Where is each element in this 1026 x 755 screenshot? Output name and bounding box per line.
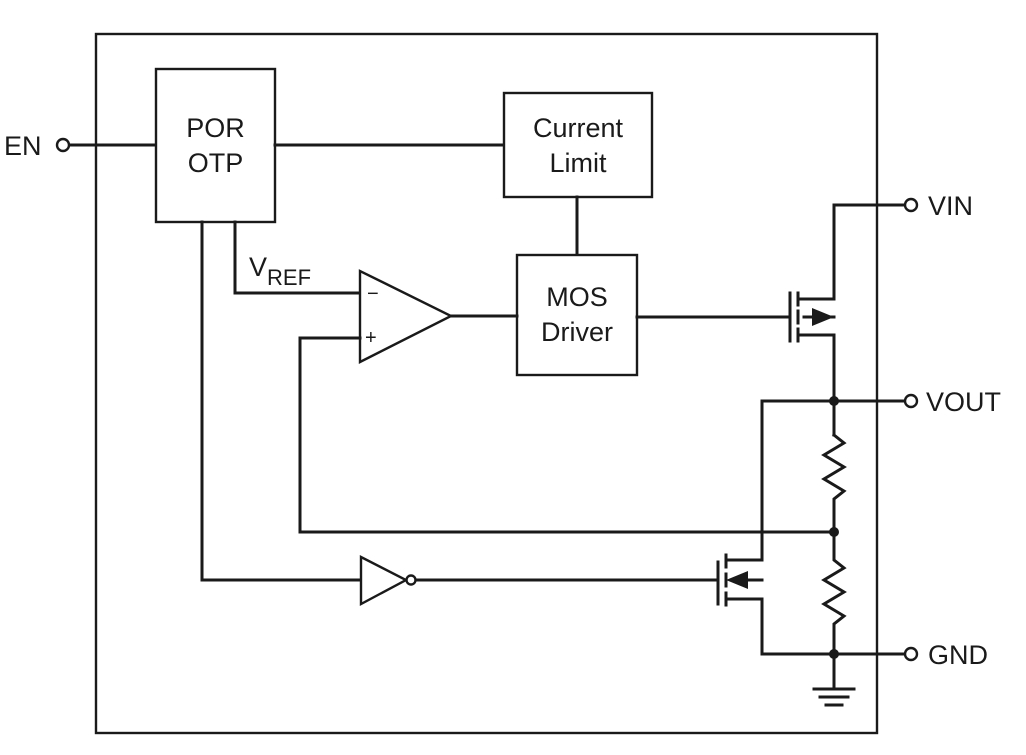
pass-transistor	[788, 291, 836, 343]
current-limit-label-line2: Limit	[549, 148, 607, 178]
chip-outline	[94, 32, 879, 735]
upper-divider-resistor	[821, 432, 847, 534]
vin-wire	[832, 203, 906, 301]
lower-divider-resistor	[821, 530, 847, 691]
mos-driver-label-line2: Driver	[541, 317, 613, 347]
vin-pin-terminal	[903, 197, 919, 213]
discharge-transistor	[716, 553, 764, 607]
en-pin-terminal	[55, 137, 71, 153]
inverter-bubble	[405, 574, 417, 586]
por-otp-block	[154, 67, 277, 224]
current-limit-label-line1: Current	[533, 113, 624, 143]
feedback-wire	[298, 336, 836, 534]
mos-driver-label-line1: MOS	[546, 282, 608, 312]
vout-pin-terminal	[903, 393, 919, 409]
opamp-plus-sign: +	[365, 327, 377, 349]
vin-pin-label: VIN	[928, 191, 973, 221]
current-limit-block	[502, 91, 654, 199]
vref-label: VREF	[249, 252, 311, 290]
discharge-drain-wire	[760, 399, 836, 562]
por-otp-label-line2: OTP	[188, 148, 244, 178]
vref-wire	[233, 220, 362, 295]
opamp-minus-sign: −	[367, 283, 379, 305]
gnd-pin-label: GND	[928, 640, 988, 670]
vout-pin-label: VOUT	[926, 387, 1001, 417]
mos-driver-block	[515, 253, 639, 377]
gnd-pin-terminal	[903, 646, 919, 662]
por-to-inverter-wire	[200, 220, 363, 582]
ground-icon	[812, 652, 856, 707]
discharge-source-wire	[760, 597, 836, 656]
inverter	[359, 555, 409, 606]
en-pin-label: EN	[4, 131, 42, 161]
por-otp-label-line1: POR	[186, 113, 245, 143]
error-amplifier	[358, 269, 454, 364]
